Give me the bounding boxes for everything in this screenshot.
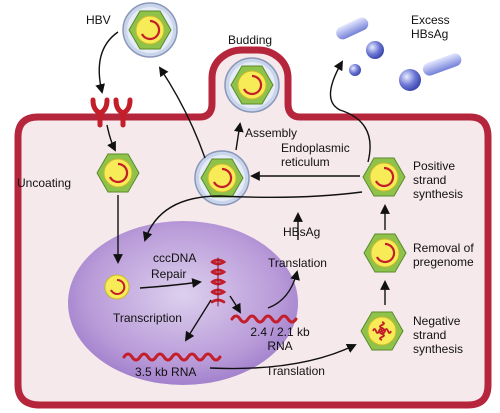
label-budding: Budding — [228, 33, 273, 47]
label-rna-24-line1: 2.4 / 2.1 kb — [250, 325, 310, 339]
label-assembly: Assembly — [245, 126, 298, 140]
label-negative-line2: strand — [413, 328, 447, 342]
label-er-line2: reticulum — [281, 155, 330, 169]
repaired-dna-icon — [210, 257, 227, 307]
budding-virion-icon — [225, 58, 279, 112]
label-removal-line1: Removal of — [413, 241, 474, 255]
pathway-arrows — [95, 31, 390, 370]
cccdna-icon — [104, 274, 130, 300]
label-removal-line2: pregenome — [413, 255, 474, 269]
label-positive-line1: Positive — [413, 159, 456, 173]
label-negative-line1: Negative — [413, 314, 461, 328]
label-excess-hbsag-line1: Excess — [411, 13, 450, 27]
label-transcription: Transcription — [113, 311, 182, 325]
label-cccdna: cccDNA — [153, 251, 197, 265]
label-uncoating: Uncoating — [17, 176, 72, 190]
hbv-virion-icon — [123, 3, 177, 57]
label-hbv: HBV — [86, 13, 111, 27]
label-er-line1: Endoplasmic — [281, 141, 350, 155]
label-positive-line2: strand — [413, 173, 447, 187]
receptor-icon — [90, 97, 133, 128]
label-positive-line3: synthesis — [413, 187, 464, 201]
negative-strand-capsid-icon — [360, 311, 404, 351]
label-translation-lower: Translation — [266, 364, 325, 378]
label-negative-line3: synthesis — [413, 342, 464, 356]
rna-2.4-2.1kb-icon — [230, 314, 298, 324]
nucleus — [68, 221, 298, 385]
label-hbsag: HBsAg — [283, 225, 321, 239]
label-rna-24-line2: RNA — [267, 339, 293, 353]
label-translation-upper: Translation — [268, 256, 327, 270]
label-rna-35kb: 3.5 kb RNA — [135, 365, 197, 379]
hbsag-particle-icon — [336, 17, 462, 91]
rna-3.5kb-icon — [122, 352, 222, 362]
label-repair: Repair — [151, 267, 187, 281]
label-excess-hbsag-line2: HBsAg — [411, 27, 449, 41]
